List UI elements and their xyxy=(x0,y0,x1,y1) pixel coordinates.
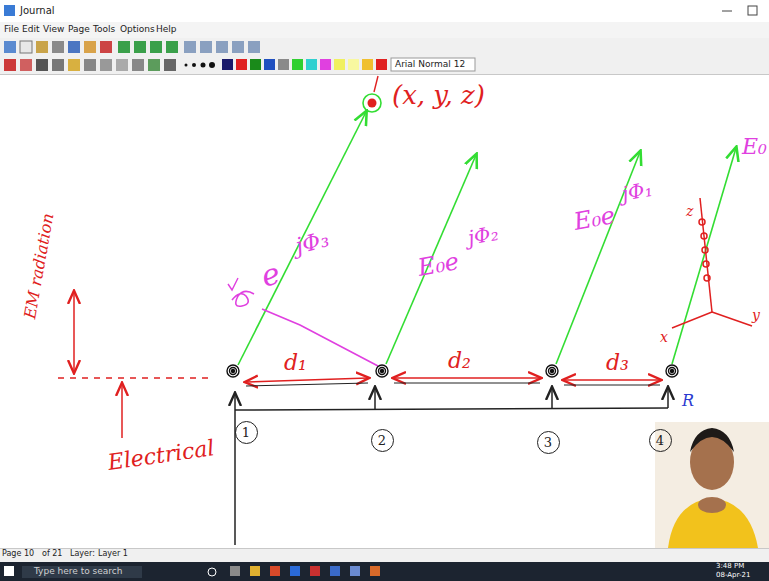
annotation-marks xyxy=(58,292,212,438)
feed-network xyxy=(235,388,668,545)
status-text: Layer: xyxy=(70,550,95,558)
axis-label: x xyxy=(660,330,668,344)
menu-bar xyxy=(0,22,769,38)
window-title: Journal xyxy=(20,6,55,16)
phase-exponent: jΦ₂ xyxy=(466,223,500,248)
callout-number: 2 xyxy=(371,429,394,452)
status-text: Page xyxy=(2,550,21,558)
presenter-video xyxy=(655,422,769,548)
electrical-label: Electrical xyxy=(106,437,215,474)
point-ring xyxy=(363,94,381,112)
callout-text: 4 xyxy=(656,434,664,447)
phase-term: E₀e xyxy=(572,203,617,234)
axis-label: z xyxy=(686,204,693,218)
callout-number: 3 xyxy=(537,431,560,454)
axis-label: y xyxy=(752,308,760,322)
menu-item: File xyxy=(4,25,19,34)
callout-text: 2 xyxy=(378,434,386,447)
check-mark xyxy=(228,278,238,290)
point-tick xyxy=(374,76,378,92)
spacing-label: d₃ xyxy=(606,352,629,374)
point-coordinates: (x, y, z) xyxy=(392,82,485,108)
toolbar-icons xyxy=(4,41,475,71)
path-difference-line xyxy=(262,309,378,366)
coordinate-axes xyxy=(672,198,752,328)
phase-term: E₀e xyxy=(416,249,461,280)
callout-number: 1 xyxy=(235,421,258,444)
phase-term: e xyxy=(258,258,282,291)
menu-item: View xyxy=(43,25,64,34)
ray-lines xyxy=(238,112,736,365)
observation-point xyxy=(368,99,377,108)
status-text: Layer 1 xyxy=(98,550,128,558)
radiation-label: EM radiation xyxy=(22,212,56,320)
menu-item: Tools xyxy=(93,25,115,34)
load-label: R xyxy=(682,393,694,409)
font-selector: Arial Normal 12 xyxy=(395,60,465,69)
clock-time: 3:48 PM xyxy=(716,563,744,570)
window-controls xyxy=(722,6,757,15)
path-scribble xyxy=(232,291,254,306)
menu-item: Edit xyxy=(22,25,39,34)
callout-number: 4 xyxy=(649,429,672,452)
title-bar xyxy=(0,0,769,23)
amplitude: E₀ xyxy=(742,136,767,158)
menu-item: Options xyxy=(120,25,155,34)
status-text: of 21 xyxy=(42,550,62,558)
taskbar-icons xyxy=(4,566,380,578)
status-text: 10 xyxy=(24,550,34,558)
clock-date: 08-Apr-21 xyxy=(716,572,750,579)
spacing-label: d₂ xyxy=(448,350,471,372)
callout-text: 3 xyxy=(544,436,552,449)
spacing-arrows xyxy=(246,378,660,386)
phase-exponent: jΦ₁ xyxy=(620,179,654,204)
search-box: Type here to search xyxy=(34,567,122,576)
callout-text: 1 xyxy=(242,426,250,439)
menu-item: Help xyxy=(156,25,177,34)
menu-item: Page xyxy=(68,25,90,34)
spacing-label: d₁ xyxy=(284,352,307,374)
phase-exponent: jΦ₃ xyxy=(293,228,331,257)
app-icon xyxy=(4,5,15,16)
